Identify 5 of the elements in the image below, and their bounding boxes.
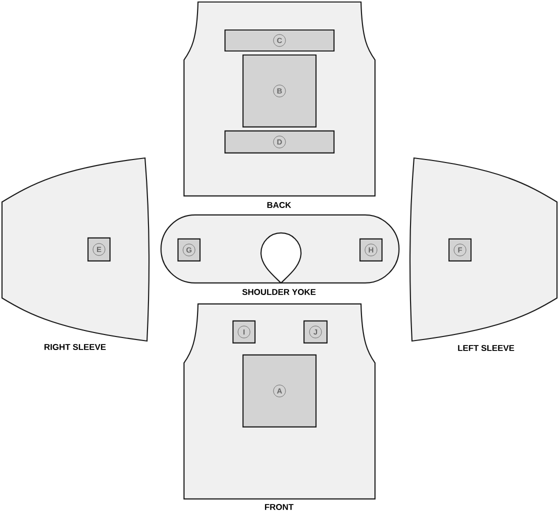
node-label: SHOULDER YOKE bbox=[242, 288, 316, 295]
node-label: LEFT SLEEVE bbox=[458, 344, 514, 351]
node-label: RIGHT SLEEVE bbox=[44, 344, 106, 350]
node-label: BACK bbox=[267, 202, 292, 208]
node-label: FRONT bbox=[264, 504, 294, 510]
